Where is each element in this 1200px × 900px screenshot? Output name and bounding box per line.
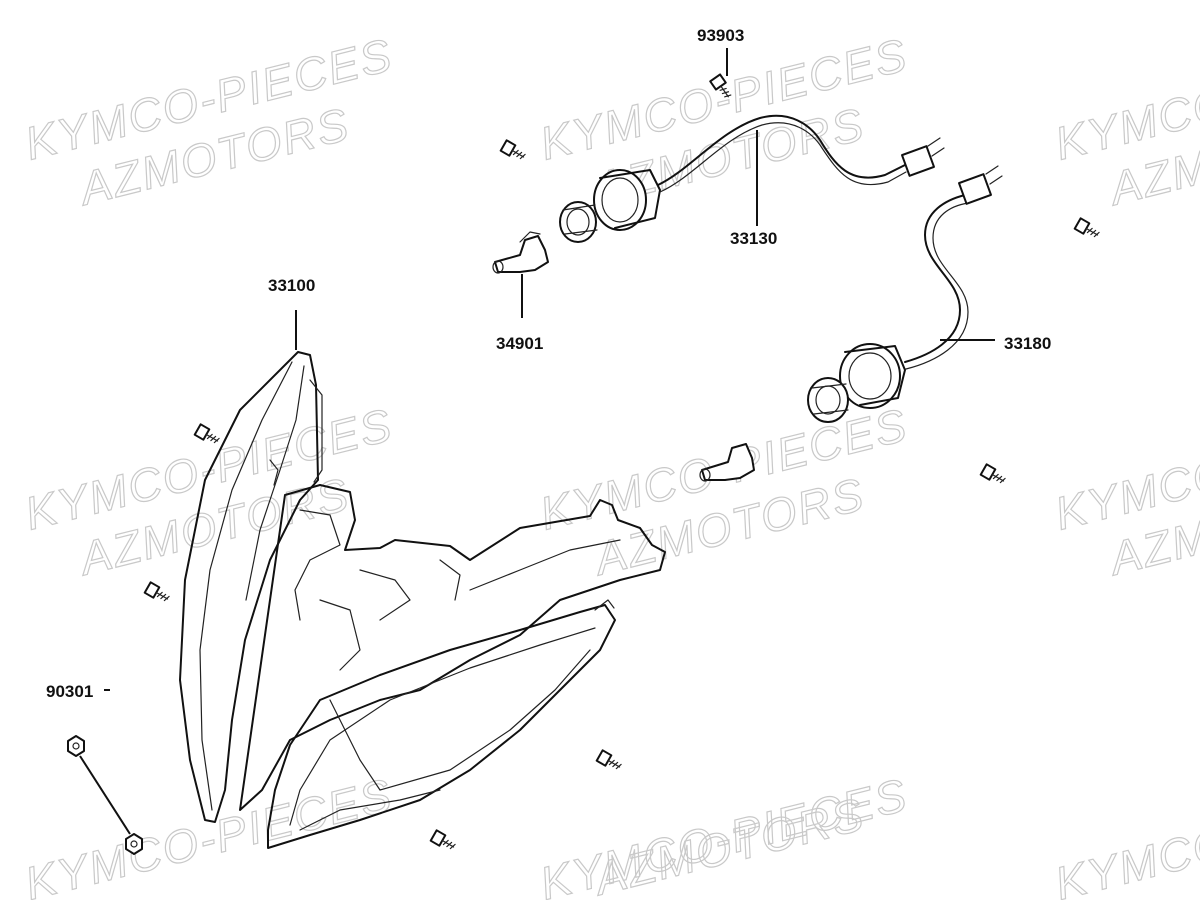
- screw-icon: [979, 463, 1006, 484]
- screw-icon: [709, 73, 732, 98]
- screw-icon: [1073, 217, 1100, 238]
- leader-lines: [79, 48, 995, 835]
- part-labels: 93903 33130 33100 34901 33180 90301: [46, 26, 1051, 701]
- screw-icon: [429, 829, 456, 850]
- screw-icon: [143, 581, 170, 602]
- part-label-33130[interactable]: 33130: [730, 229, 777, 248]
- watermark-text: AZMOTORS: [587, 788, 870, 900]
- part-label-93903[interactable]: 93903: [697, 26, 744, 45]
- nut-icon: [125, 833, 143, 855]
- nuts-90301[interactable]: [67, 735, 143, 855]
- part-label-33180[interactable]: 33180: [1004, 334, 1051, 353]
- headlight-assembly[interactable]: [179, 351, 666, 849]
- watermarks: KYMCO-PIECES AZMOTORS KYMCO-PIECES AZMOT…: [19, 28, 1200, 900]
- part-label-90301[interactable]: 90301: [46, 682, 93, 701]
- screw-icon: [499, 139, 526, 160]
- bulb-socket-harness-33180[interactable]: [807, 165, 1003, 423]
- bulb-socket-harness-33130[interactable]: [559, 114, 945, 243]
- screws: [143, 73, 1100, 850]
- bulb-secondary[interactable]: [699, 443, 755, 482]
- bulb-34901[interactable]: [492, 231, 549, 274]
- nut-icon: [67, 735, 85, 757]
- part-label-34901[interactable]: 34901: [496, 334, 543, 353]
- screw-icon: [595, 749, 622, 770]
- screw-icon: [193, 423, 220, 444]
- watermark-text: KYMCO: [1050, 816, 1200, 900]
- part-label-33100[interactable]: 33100: [268, 276, 315, 295]
